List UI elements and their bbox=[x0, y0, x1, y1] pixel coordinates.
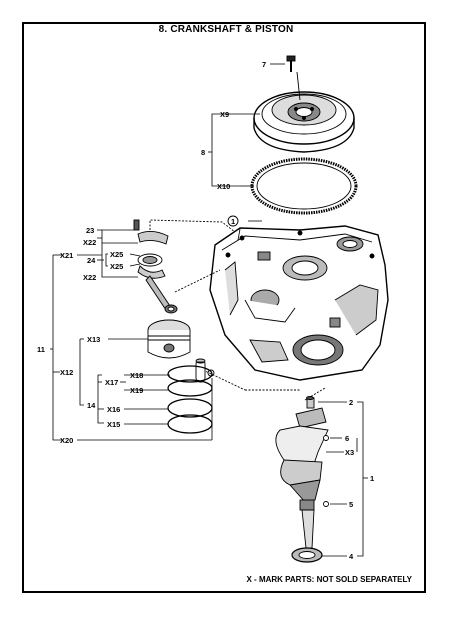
ring-gear bbox=[250, 157, 358, 215]
callout-5: 5 bbox=[349, 500, 353, 509]
callout-x17: X17 bbox=[105, 378, 118, 387]
callout-x15: X15 bbox=[107, 420, 120, 429]
piston bbox=[147, 319, 191, 359]
callout-x3: X3 bbox=[345, 448, 354, 457]
callout-8: 8 bbox=[201, 148, 205, 157]
callout-1-crankcase: 1 bbox=[231, 217, 235, 226]
crankshaft bbox=[275, 396, 329, 549]
callout-4: 4 bbox=[349, 552, 354, 561]
flywheel bbox=[253, 71, 355, 153]
callout-x25-upper: X25 bbox=[110, 250, 123, 259]
callout-circle bbox=[227, 215, 239, 227]
flywheel-bolt bbox=[286, 55, 296, 72]
callout-23: 23 bbox=[86, 226, 94, 235]
callout-x13: X13 bbox=[87, 335, 100, 344]
callout-7: 7 bbox=[262, 60, 266, 69]
callout-x22-top: X22 bbox=[83, 238, 96, 247]
footnote: X - MARK PARTS: NOT SOLD SEPARATELY bbox=[246, 575, 413, 584]
connecting-rod bbox=[133, 219, 178, 314]
callout-x25-lower: X25 bbox=[110, 262, 123, 271]
piston-pin bbox=[195, 358, 206, 383]
callout-x22-bottom: X22 bbox=[83, 273, 96, 282]
callout-1-crank: 1 bbox=[370, 474, 374, 483]
callout-2: 2 bbox=[349, 398, 353, 407]
crankcase bbox=[209, 225, 389, 381]
oil-seal bbox=[291, 547, 323, 563]
diagram-title: 8. CRANKSHAFT & PISTON bbox=[158, 24, 294, 35]
callout-x10: X10 bbox=[217, 182, 230, 191]
callout-11: 11 bbox=[37, 345, 45, 354]
callout-x21: X21 bbox=[60, 251, 73, 260]
callout-24: 24 bbox=[87, 256, 96, 265]
callout-x12: X12 bbox=[60, 368, 73, 377]
callout-14: 14 bbox=[87, 401, 96, 410]
callout-x9: X9 bbox=[220, 110, 229, 119]
callout-x16: X16 bbox=[107, 405, 120, 414]
leader-lines bbox=[50, 63, 368, 557]
callout-x19: X19 bbox=[130, 386, 143, 395]
callout-6: 6 bbox=[345, 434, 349, 443]
callout-x18: X18 bbox=[130, 371, 143, 380]
callout-x20: X20 bbox=[60, 436, 73, 445]
